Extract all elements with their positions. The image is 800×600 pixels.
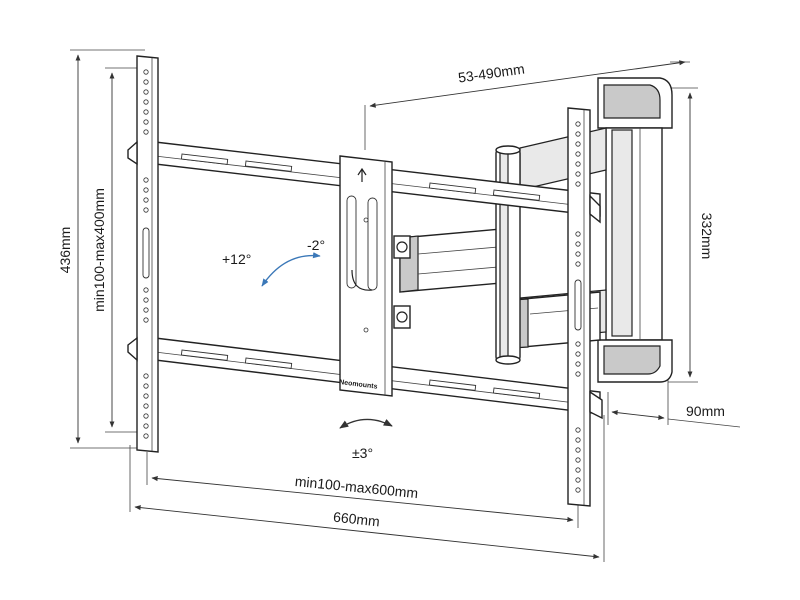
wall-plate-height-label: 332mm: [699, 213, 715, 260]
rotation-label: ±3°: [352, 445, 373, 461]
height-total-label: 436mm: [57, 227, 73, 274]
rotation-arrow: [339, 418, 393, 429]
brand-label: Neomounts: [339, 379, 378, 391]
width-total-label: 660mm: [332, 509, 380, 530]
dimension-lines: [70, 49, 741, 562]
rotation-arc-icon: [339, 418, 393, 429]
depth-label: 90mm: [686, 403, 725, 419]
wall-plate: [597, 77, 673, 383]
extension-label: 53-490mm: [457, 60, 525, 85]
lower-arm: [511, 289, 607, 349]
arm-hinge: [495, 145, 521, 365]
tilt-plate: Neomounts: [339, 155, 411, 397]
vesa-horizontal-label: min100-max600mm: [294, 473, 419, 501]
angle-labels: +12° -2° ±3°: [222, 237, 373, 461]
tilt-down-label: -2°: [307, 237, 325, 253]
right-vesa-bar: [567, 107, 603, 507]
vesa-vertical-label: min100-max400mm: [91, 188, 107, 312]
tilt-up-label: +12°: [222, 251, 251, 267]
tilt-arrow: [261, 252, 321, 287]
tilt-arc-icon: [261, 252, 321, 287]
left-vesa-bar: [127, 55, 159, 453]
